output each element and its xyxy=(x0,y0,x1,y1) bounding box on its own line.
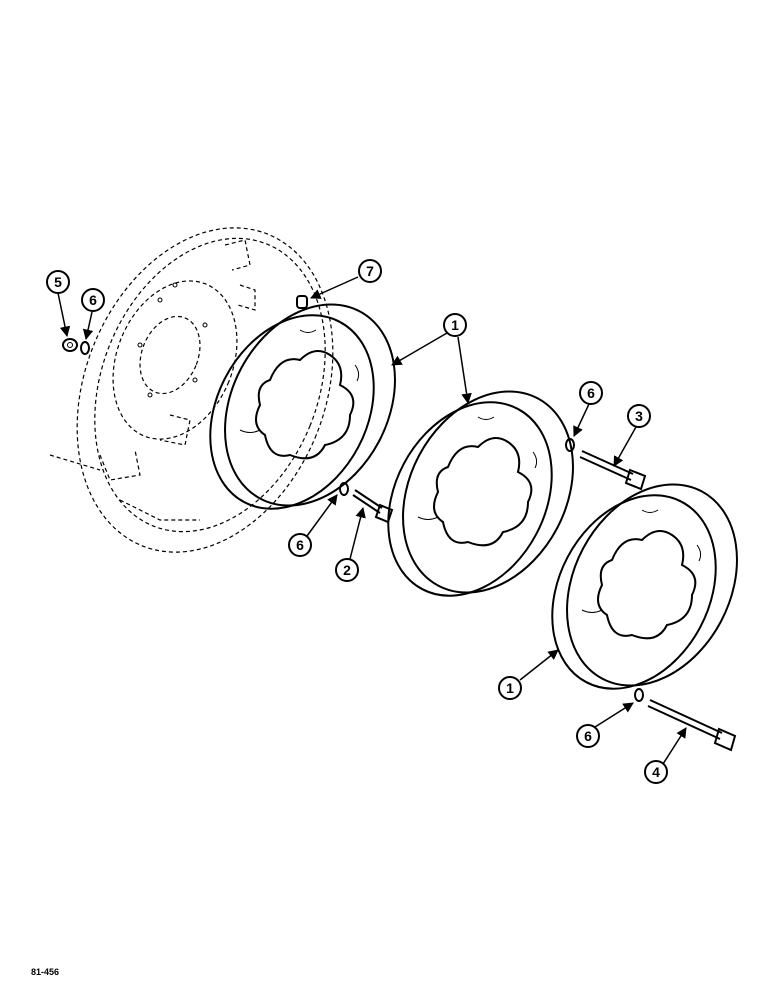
svg-text:6: 6 xyxy=(584,728,592,744)
svg-text:1: 1 xyxy=(506,680,514,696)
callout-6-top-right: 6 xyxy=(579,381,603,405)
callout-7: 7 xyxy=(358,259,382,283)
svg-text:7: 7 xyxy=(366,263,374,279)
wheel-hub-phantom xyxy=(49,227,334,553)
callout-3: 3 xyxy=(627,404,651,428)
leader-lines xyxy=(57,276,687,765)
bolt-part-3 xyxy=(565,438,647,491)
callout-6-middle: 6 xyxy=(288,533,312,557)
svg-text:5: 5 xyxy=(54,274,62,290)
callout-1-top: 1 xyxy=(443,313,467,337)
callout-1-bottom: 1 xyxy=(498,676,522,700)
callout-5: 5 xyxy=(46,270,70,294)
bolt-part-2 xyxy=(339,482,394,524)
svg-text:3: 3 xyxy=(635,408,643,424)
figure-reference-number: 81-456 xyxy=(31,967,60,977)
washer-part-6-top-left xyxy=(80,341,90,355)
svg-text:6: 6 xyxy=(89,292,97,308)
wheel-weight-1-middle xyxy=(387,390,574,597)
callout-2: 2 xyxy=(335,558,359,582)
callout-4: 4 xyxy=(644,760,668,784)
svg-text:4: 4 xyxy=(652,764,660,780)
callout-6-bottom: 6 xyxy=(576,724,600,748)
svg-text:6: 6 xyxy=(587,385,595,401)
svg-text:2: 2 xyxy=(343,562,351,578)
bolt-part-4 xyxy=(634,688,737,752)
wheel-weight-1-right xyxy=(551,483,738,690)
spacer-part-7 xyxy=(296,295,308,309)
callout-6-top-left: 6 xyxy=(81,288,105,312)
wheel-weight-1-left xyxy=(209,303,396,510)
svg-text:6: 6 xyxy=(296,537,304,553)
nut-part-5 xyxy=(62,338,78,352)
svg-text:1: 1 xyxy=(451,317,459,333)
